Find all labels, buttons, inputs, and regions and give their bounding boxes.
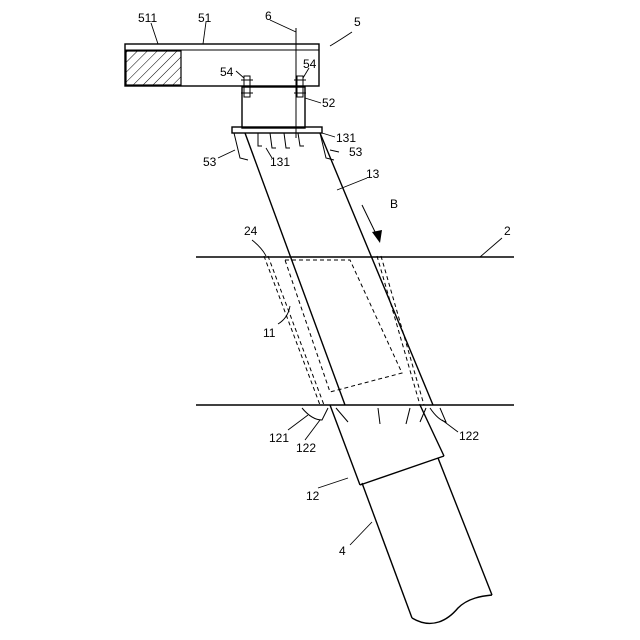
label-131-center: 131 [270, 155, 290, 169]
label-13: 13 [366, 167, 380, 181]
label-122-right: 122 [459, 429, 479, 443]
label-b: B [390, 197, 398, 211]
label-54-right: 54 [303, 57, 317, 71]
label-53-left: 53 [203, 155, 217, 169]
hatched-block-511 [126, 51, 181, 85]
label-511: 511 [138, 11, 157, 25]
label-6: 6 [265, 9, 272, 23]
label-4: 4 [339, 544, 346, 558]
column-13 [245, 133, 433, 405]
fitting-12 [302, 405, 446, 485]
label-53-right: 53 [349, 145, 363, 159]
label-122-left: 122 [296, 441, 316, 455]
label-131-right: 131 [336, 131, 356, 145]
label-24: 24 [244, 224, 258, 238]
reference-labels: 511 51 6 5 54 54 52 131 131 53 53 13 B 2… [138, 9, 511, 558]
label-11: 11 [263, 326, 276, 340]
label-51: 51 [198, 11, 212, 25]
direction-arrow-b [362, 205, 382, 243]
hidden-zone-11 [264, 256, 424, 405]
label-5: 5 [354, 15, 361, 29]
label-12: 12 [306, 489, 320, 503]
label-2: 2 [504, 224, 511, 238]
pipe-4 [362, 458, 492, 623]
label-52: 52 [322, 96, 336, 110]
label-54-left: 54 [220, 65, 234, 79]
label-121: 121 [269, 431, 289, 445]
